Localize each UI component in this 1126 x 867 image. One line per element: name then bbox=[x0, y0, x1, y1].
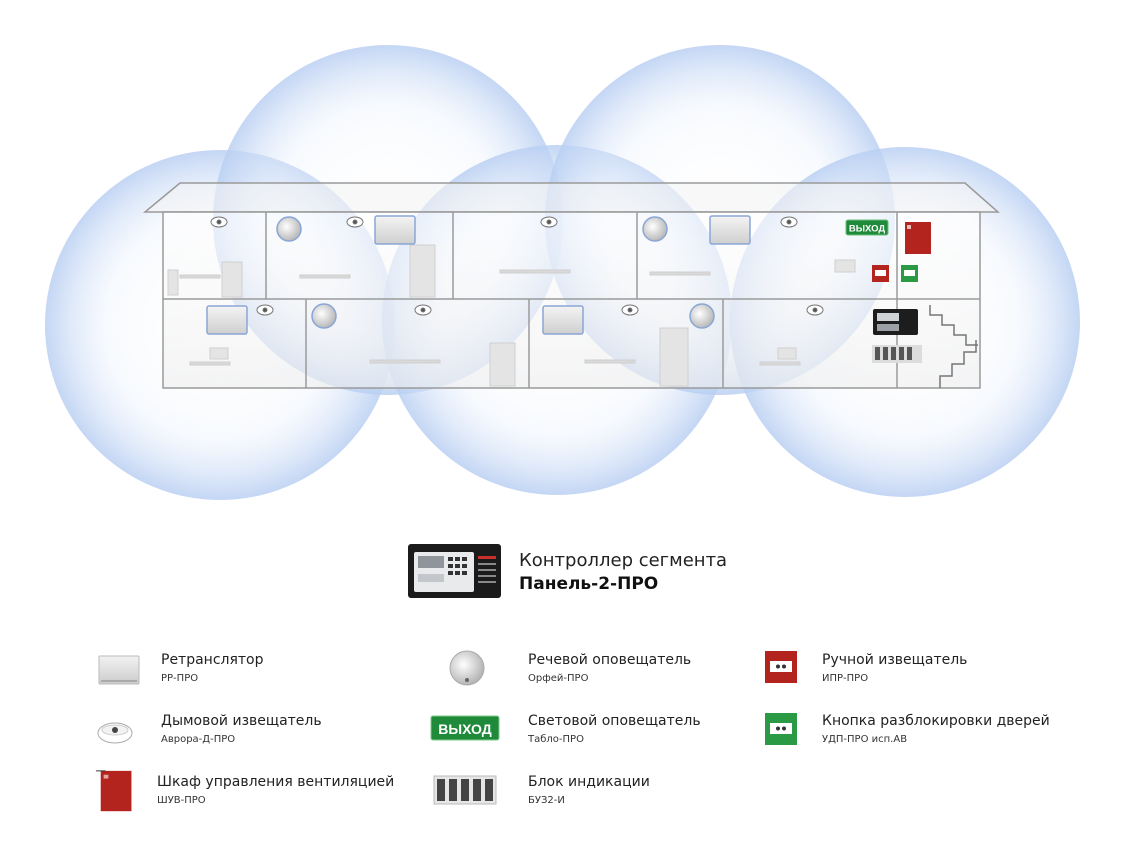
segment-controller: Контроллер сегмента Панель-2-ПРО bbox=[408, 544, 738, 602]
staircase-upper bbox=[929, 305, 978, 346]
controller-model: Панель-2-ПРО bbox=[519, 574, 659, 594]
desk bbox=[369, 359, 441, 364]
legend-item-doorbtn: Кнопка разблокировки дверей УДП-ПРО исп.… bbox=[764, 713, 1104, 757]
legend-model: БУЗ2-И bbox=[528, 795, 565, 806]
desk bbox=[499, 269, 571, 274]
ventilation-cabinet bbox=[905, 222, 931, 254]
smoke-detector bbox=[540, 216, 558, 228]
roof bbox=[142, 182, 1000, 213]
smoke-detectors bbox=[210, 216, 824, 316]
legend-name: Ручной извещатель bbox=[822, 652, 968, 668]
indication-unit-mini bbox=[872, 345, 922, 363]
speaker bbox=[276, 216, 302, 242]
manual-call-point-icon bbox=[765, 651, 797, 683]
manual-call-point bbox=[872, 265, 889, 282]
legend-name: Кнопка разблокировки дверей bbox=[822, 713, 1050, 729]
legend-model: ШУВ-ПРО bbox=[157, 795, 206, 806]
legend-model: Орфей-ПРО bbox=[528, 673, 589, 684]
speakers bbox=[276, 216, 715, 329]
bookshelf bbox=[409, 244, 436, 298]
legend-item-indication: Блок индикации БУЗ2-И bbox=[433, 774, 753, 818]
exit-sign-label: ВЫХОД bbox=[849, 224, 886, 235]
legend-name: Световой оповещатель bbox=[528, 713, 701, 729]
repeater bbox=[374, 215, 416, 245]
legend-model: ИПР-ПРО bbox=[822, 673, 869, 684]
speaker-icon bbox=[449, 650, 485, 686]
building bbox=[142, 182, 1000, 389]
smoke-detector-icon bbox=[97, 722, 133, 744]
door-release-button-icon bbox=[765, 713, 797, 745]
ventilation-cabinet-icon bbox=[95, 770, 132, 812]
legend-name: Дымовой извещатель bbox=[161, 713, 322, 729]
exit-sign-icon-label: ВЫХОД bbox=[438, 721, 491, 737]
legend-name: Ретранслятор bbox=[161, 652, 264, 668]
desk bbox=[189, 361, 231, 366]
legend-item-smoke: Дымовой извещатель Аврора-Д-ПРО bbox=[97, 713, 397, 757]
monitor bbox=[209, 347, 229, 360]
speaker bbox=[642, 216, 668, 242]
desk bbox=[179, 274, 221, 279]
smoke-detector bbox=[346, 216, 364, 228]
smoke-detector bbox=[210, 216, 228, 228]
bookshelf bbox=[659, 327, 689, 387]
monitor bbox=[834, 259, 856, 273]
desk bbox=[649, 271, 711, 276]
control-panel-icon bbox=[408, 544, 501, 598]
speaker bbox=[311, 303, 337, 329]
monitor bbox=[777, 347, 797, 360]
exit-sign: ВЫХОД bbox=[845, 219, 889, 236]
staircase-lower bbox=[939, 340, 977, 388]
smoke-detector bbox=[256, 304, 274, 316]
controller-title: Контроллер сегмента bbox=[519, 550, 728, 571]
building-scene: ВЫХОД bbox=[45, 45, 1080, 500]
repeater-icon bbox=[98, 655, 140, 685]
legend-name: Шкаф управления вентиляцией bbox=[157, 774, 395, 790]
legend-name: Блок индикации bbox=[528, 774, 650, 790]
bookshelf bbox=[489, 342, 516, 387]
bookshelf bbox=[221, 261, 243, 298]
legend-name: Речевой оповещатель bbox=[528, 652, 692, 668]
speaker bbox=[689, 303, 715, 329]
smoke-detector bbox=[780, 216, 798, 228]
repeater bbox=[709, 215, 751, 245]
exit-sign-icon: ВЫХОД bbox=[430, 715, 500, 741]
door-release-button bbox=[901, 265, 918, 282]
building-frame bbox=[162, 211, 981, 389]
chair bbox=[167, 269, 179, 296]
desk bbox=[584, 359, 636, 364]
smoke-detector bbox=[806, 304, 824, 316]
desk bbox=[759, 361, 801, 366]
segment-controller-mini bbox=[873, 309, 918, 335]
repeaters bbox=[206, 215, 751, 335]
legend-item-exitsign: ВЫХОД Световой оповещатель Табло-ПРО bbox=[430, 713, 750, 757]
legend-model: УДП-ПРО исп.АВ bbox=[822, 734, 908, 745]
repeater bbox=[206, 305, 248, 335]
indication-unit-icon bbox=[433, 775, 497, 805]
smoke-detector bbox=[414, 304, 432, 316]
legend-model: РР-ПРО bbox=[161, 673, 199, 684]
repeater bbox=[542, 305, 584, 335]
legend-model: Аврора-Д-ПРО bbox=[161, 734, 236, 745]
furniture bbox=[167, 244, 856, 387]
smoke-detector bbox=[621, 304, 639, 316]
legend-item-cabinet: Шкаф управления вентиляцией ШУВ-ПРО bbox=[93, 770, 413, 818]
legend-item-repeater: Ретранслятор РР-ПРО bbox=[97, 652, 397, 696]
legend-item-manual: Ручной извещатель ИПР-ПРО bbox=[764, 651, 1084, 696]
desk bbox=[299, 274, 351, 279]
legend-item-speaker: Речевой оповещатель Орфей-ПРО bbox=[447, 650, 747, 696]
legend-model: Табло-ПРО bbox=[528, 734, 584, 745]
